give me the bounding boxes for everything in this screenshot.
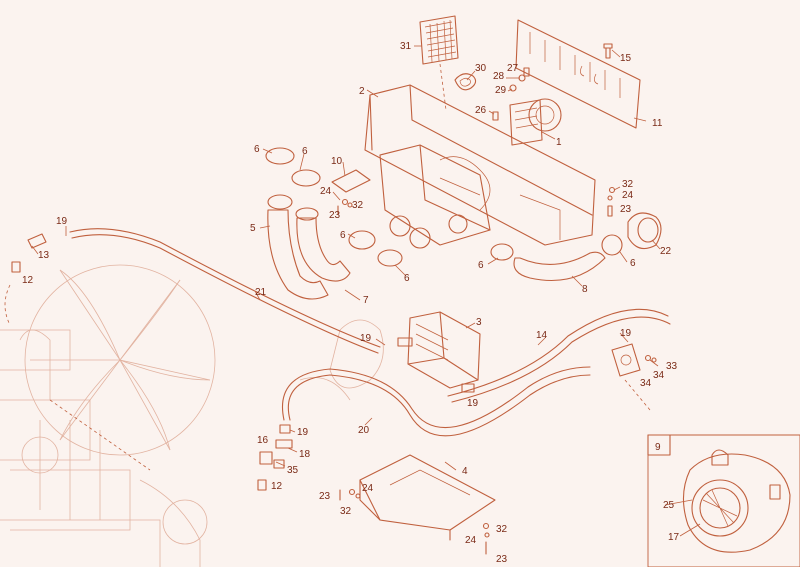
- part-21-pipe: [69, 228, 381, 354]
- inset-detail-9: [647, 434, 800, 567]
- callout-23-a: 23: [329, 210, 341, 221]
- parts-23-24-32-fasteners: [337, 186, 616, 217]
- callout-9: 9: [655, 442, 661, 453]
- callout-12-a: 12: [22, 275, 34, 286]
- callout-32-a: 32: [352, 200, 364, 211]
- callout-25: 25: [663, 500, 675, 511]
- callout-23-b: 23: [620, 204, 632, 215]
- callout-35: 35: [287, 465, 299, 476]
- callout-6-b: 6: [302, 146, 308, 157]
- callout-32-b: 32: [622, 179, 634, 190]
- callout-6-c: 6: [340, 230, 346, 241]
- part-22-nozzle: [627, 212, 662, 250]
- callout-28: 28: [493, 71, 505, 82]
- callout-24-b: 24: [622, 190, 634, 201]
- callout-17: 17: [668, 532, 680, 543]
- callout-30: 30: [475, 63, 487, 74]
- callout-20: 20: [358, 425, 370, 436]
- callout-21: 21: [255, 287, 267, 298]
- callout-14: 14: [536, 330, 548, 341]
- callout-6-d: 6: [404, 273, 410, 284]
- callout-18: 18: [299, 449, 311, 460]
- part-4-mounting-plate: [359, 454, 496, 541]
- callout-6-f: 6: [630, 258, 636, 269]
- part-8-hose: [513, 251, 606, 281]
- callout-23-d: 23: [496, 554, 508, 565]
- callout-19-b: 19: [360, 333, 372, 344]
- callout-5: 5: [250, 223, 256, 234]
- parts-23-24-32-lower-fasteners: [339, 488, 490, 555]
- part-5-hose: [267, 194, 329, 300]
- callout-19-c: 19: [620, 328, 632, 339]
- part-10-bracket: [331, 169, 371, 193]
- callout-29: 29: [495, 85, 507, 96]
- callout-leader-lines: [31, 45, 701, 537]
- callout-7: 7: [363, 295, 369, 306]
- callout-34-b: 34: [640, 378, 652, 389]
- parts-33-34-valve: [611, 343, 657, 377]
- callout-19-d: 19: [467, 398, 479, 409]
- part-11-grille: [515, 19, 641, 129]
- callout-32-c: 32: [340, 506, 352, 517]
- callout-labels: 31 30 28 27 29 26 1 2 15 11 6 6 10 24 23…: [22, 41, 680, 565]
- guide-dashed-lines: [4, 63, 651, 471]
- callout-22: 22: [660, 246, 672, 257]
- callout-11: 11: [652, 118, 663, 129]
- callout-24-d: 24: [465, 535, 477, 546]
- callout-31: 31: [400, 41, 412, 52]
- background-engine-ghost: [0, 264, 384, 567]
- part-20-pipe: [282, 366, 591, 437]
- callout-1: 1: [556, 137, 562, 148]
- part-6-hose-clamps: [265, 147, 623, 267]
- callout-15: 15: [620, 53, 632, 64]
- callout-19-e: 19: [297, 427, 309, 438]
- callout-2: 2: [359, 86, 365, 97]
- part-3-heater-core: [397, 311, 481, 393]
- callout-6-e: 6: [478, 260, 484, 271]
- callout-27: 27: [507, 63, 519, 74]
- callout-4: 4: [462, 466, 468, 477]
- parts-12-13-fittings: [11, 233, 47, 273]
- part-31-filter-pad: [419, 15, 459, 65]
- callout-8: 8: [582, 284, 588, 295]
- callout-10: 10: [331, 156, 343, 167]
- callout-24-c: 24: [362, 483, 374, 494]
- part-7-hose: [295, 207, 351, 282]
- callout-24-a: 24: [320, 186, 332, 197]
- callout-19-a: 19: [56, 216, 68, 227]
- part-30-gasket: [454, 73, 477, 91]
- callout-6-a: 6: [254, 144, 260, 155]
- part-15-screw: [603, 43, 613, 59]
- callout-16: 16: [257, 435, 269, 446]
- callout-23-c: 23: [319, 491, 331, 502]
- callout-32-d: 32: [496, 524, 508, 535]
- part-1-blower: [509, 98, 562, 146]
- callout-33: 33: [666, 361, 678, 372]
- parts-16-18-35-fittings: [257, 424, 293, 491]
- part-2-heater-housing: [364, 84, 596, 249]
- callout-12-b: 12: [271, 481, 283, 492]
- callout-34-a: 34: [653, 370, 665, 381]
- callout-3: 3: [476, 317, 482, 328]
- callout-26: 26: [475, 105, 487, 116]
- parts-26-29-fasteners: [492, 67, 530, 121]
- callout-13: 13: [38, 250, 50, 261]
- part-14-pipe: [447, 308, 671, 403]
